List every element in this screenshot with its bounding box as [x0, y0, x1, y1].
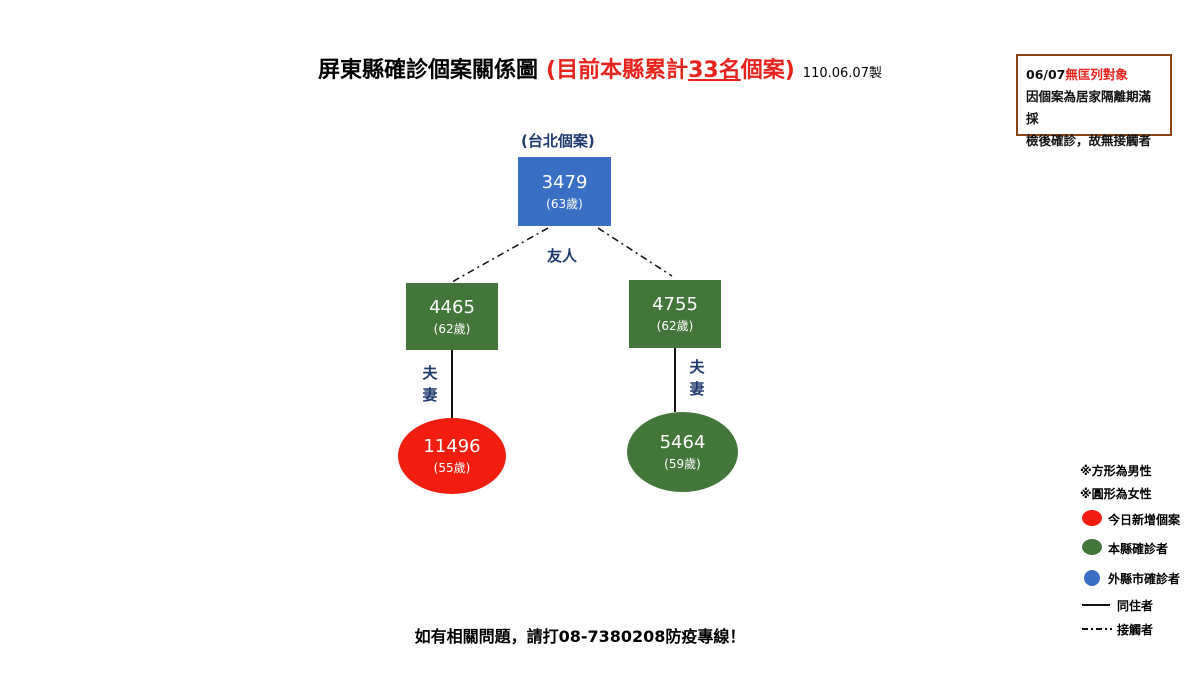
note-box: 06/07無匡列對象 因個案為居家隔離期滿採 檢後確診，故無接觸者 [1016, 54, 1172, 148]
title-main: 屏東縣確診個案關係圖 [318, 58, 539, 83]
legend-blue-dot [1084, 570, 1100, 586]
legend-new-today: 今日新增個案 [1108, 513, 1181, 527]
case-node-5464: 5464 (59歲) [627, 412, 738, 492]
case-age: (62歲) [656, 319, 694, 333]
page-title: 屏東縣確診個案關係圖 (目前本縣累計33名個案) 110.06.07製 [0, 52, 1200, 84]
relation-spouse-left-1: 夫 [422, 364, 438, 382]
note-line3: 檢後確診，故無接觸者 [1026, 133, 1152, 148]
legend-square-note: ※方形為男性 [1080, 464, 1152, 478]
relation-spouse-left: 夫 妻 [421, 362, 439, 406]
relation-spouse-right-2: 妻 [689, 380, 705, 398]
case-id: 5464 [659, 432, 706, 453]
case-age: (59歲) [664, 457, 701, 471]
title-highlight-suffix: 個案) [740, 58, 795, 83]
title-date: 110.06.07製 [802, 66, 882, 81]
source-label: (台北個案) [521, 132, 595, 150]
case-id: 11496 [423, 436, 481, 457]
contact-line-left [451, 227, 549, 283]
case-id: 4465 [429, 296, 475, 318]
relation-spouse-right: 夫 妻 [688, 356, 706, 400]
relation-friends: 友人 [547, 247, 578, 265]
case-node-4755: 4755 (62歲) [629, 280, 721, 348]
case-node-11496: 11496 (55歲) [398, 418, 506, 494]
legend-county-case: 本縣確診者 [1108, 542, 1169, 556]
note-line2: 因個案為居家隔離期滿採 [1026, 89, 1152, 126]
legend-red-dot [1082, 510, 1102, 526]
legend-cohabitant: 同住者 [1117, 599, 1154, 613]
title-highlight-count: 33名 [688, 58, 741, 83]
case-age: (63歲) [546, 196, 583, 211]
case-age: (62歲) [433, 321, 471, 336]
case-node-4465: 4465 (62歲) [406, 283, 498, 350]
case-id: 3479 [541, 171, 588, 193]
legend-contact: 接觸者 [1117, 623, 1154, 637]
note-status: 無匡列對象 [1065, 67, 1128, 82]
legend-circle-note: ※圓形為女性 [1080, 487, 1152, 501]
contact-line-right [597, 227, 673, 277]
note-date: 06/07 [1026, 67, 1066, 82]
title-highlight-prefix: (目前本縣累計 [546, 58, 689, 83]
footer-hotline: 如有相關問題，請打08-7380208防疫專線！ [414, 627, 746, 646]
note-line1: 06/07無匡列對象 [1026, 64, 1162, 86]
legend-green-dot [1082, 539, 1102, 555]
relation-spouse-right-1: 夫 [689, 358, 705, 376]
case-node-3479: 3479 (63歲) [518, 157, 611, 226]
title-highlight: (目前本縣累計33名個案) [546, 58, 795, 83]
case-id: 4755 [652, 294, 698, 315]
case-age: (55歲) [433, 461, 471, 475]
relation-spouse-left-2: 妻 [422, 386, 438, 404]
legend-other-county: 外縣市確診者 [1108, 572, 1181, 586]
